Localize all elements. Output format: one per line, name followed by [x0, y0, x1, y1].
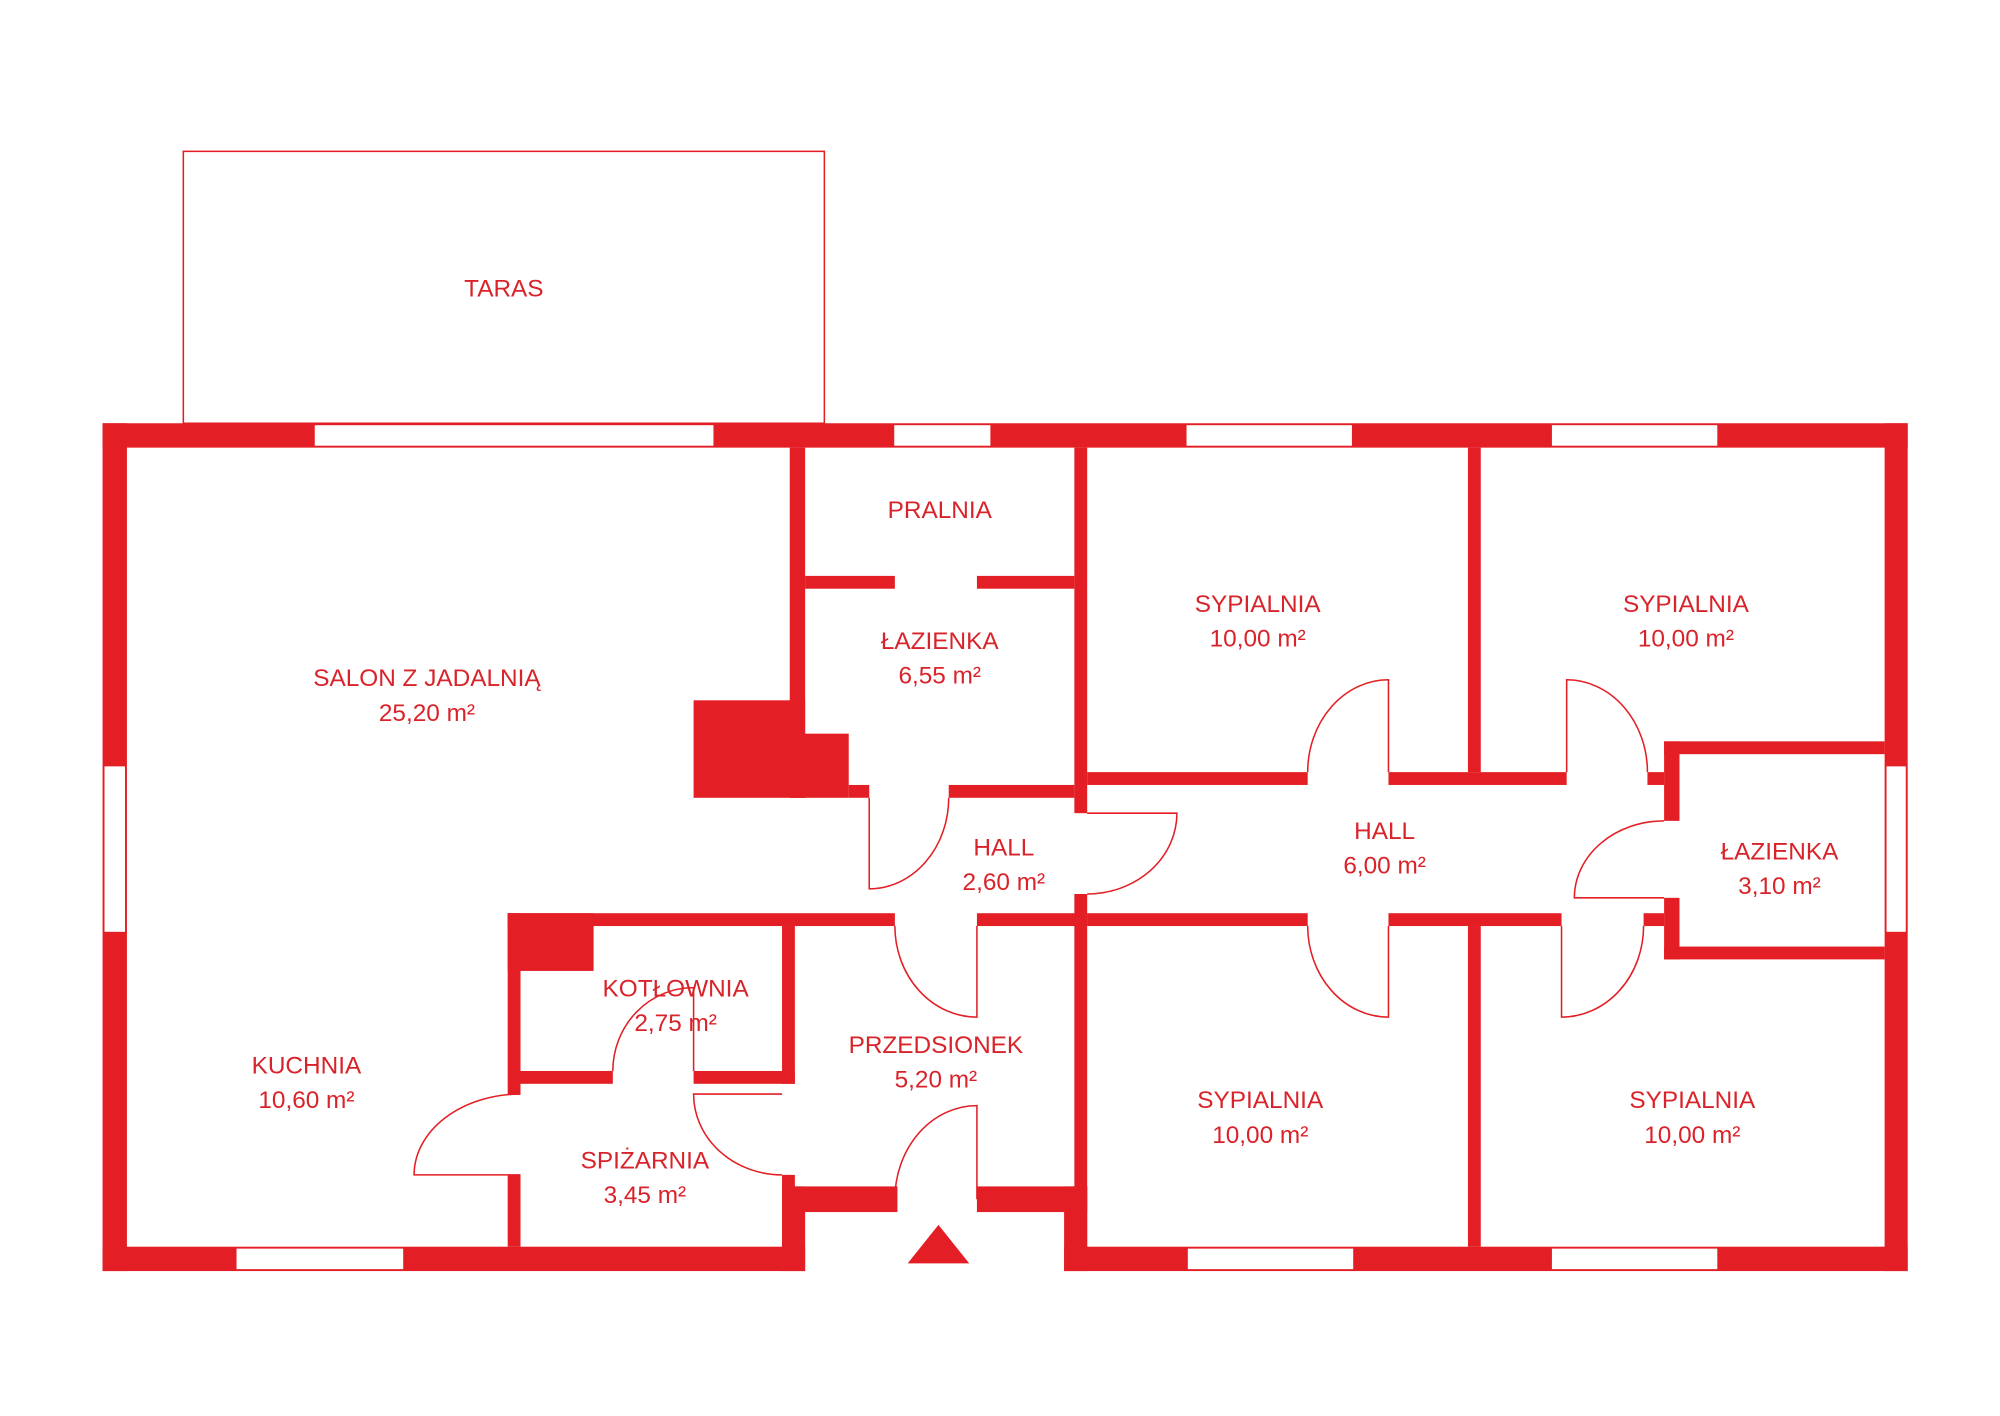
doors: [413, 679, 1665, 1200]
room-name: ŁAZIENKA: [881, 628, 1000, 655]
door-kotlownia: [612, 986, 695, 1071]
room-area: 10,00 m²: [1644, 1122, 1740, 1149]
windows: [103, 423, 1908, 1271]
room-area: 10,60 m²: [258, 1087, 354, 1114]
door-bedroom-bl: [1306, 926, 1390, 1018]
room-name: SYPIALNIA: [1197, 1087, 1324, 1114]
room-name: KOTŁOWNIA: [603, 976, 750, 1003]
door-bedroom-br: [1560, 926, 1645, 1018]
room-area: 10,00 m²: [1212, 1122, 1308, 1149]
terrace-label: TARAS: [464, 275, 543, 302]
door-bedroom-tr: [1565, 679, 1649, 773]
room-name: SYPIALNIA: [1629, 1087, 1756, 1114]
door-spizarnia: [413, 1093, 521, 1176]
room-area: 3,45 m²: [604, 1182, 687, 1209]
room-name: HALL: [1354, 818, 1415, 845]
room-name: KUCHNIA: [252, 1053, 362, 1080]
door-entrance: [894, 1104, 978, 1200]
room-name: PRALNIA: [888, 497, 993, 524]
room-name: PRZEDSIONEK: [849, 1032, 1024, 1059]
door-lazienka: [868, 797, 950, 890]
triangle-up-icon: [907, 1224, 970, 1264]
room-name: SPIŻARNIA: [581, 1147, 710, 1174]
door-hall-right: [1087, 812, 1178, 895]
room-area: 2,75 m²: [634, 1010, 717, 1037]
labels: TARAS PRALNIA ŁAZIENKA 6,55 m² SALON Z J…: [252, 275, 1840, 1209]
door-bedroom-tl: [1306, 679, 1390, 773]
room-name: SYPIALNIA: [1195, 591, 1322, 618]
room-area: 6,00 m²: [1343, 852, 1426, 879]
room-area: 3,10 m²: [1738, 873, 1821, 900]
room-name: SYPIALNIA: [1623, 591, 1750, 618]
room-area: 5,20 m²: [895, 1067, 978, 1094]
room-area: 6,55 m²: [898, 663, 981, 690]
room-name: HALL: [973, 834, 1034, 861]
room-area: 25,20 m²: [379, 700, 475, 727]
door-spizarnia-przedsionek: [692, 1093, 783, 1176]
room-name: ŁAZIENKA: [1721, 838, 1840, 865]
door-lazienka-small: [1573, 820, 1665, 899]
room-area: 2,60 m²: [963, 869, 1046, 896]
room-area: 10,00 m²: [1638, 625, 1734, 652]
room-name: SALON Z JADALNIĄ: [313, 665, 541, 692]
door-hall-lower: [894, 926, 978, 1018]
room-area: 10,00 m²: [1210, 625, 1306, 652]
